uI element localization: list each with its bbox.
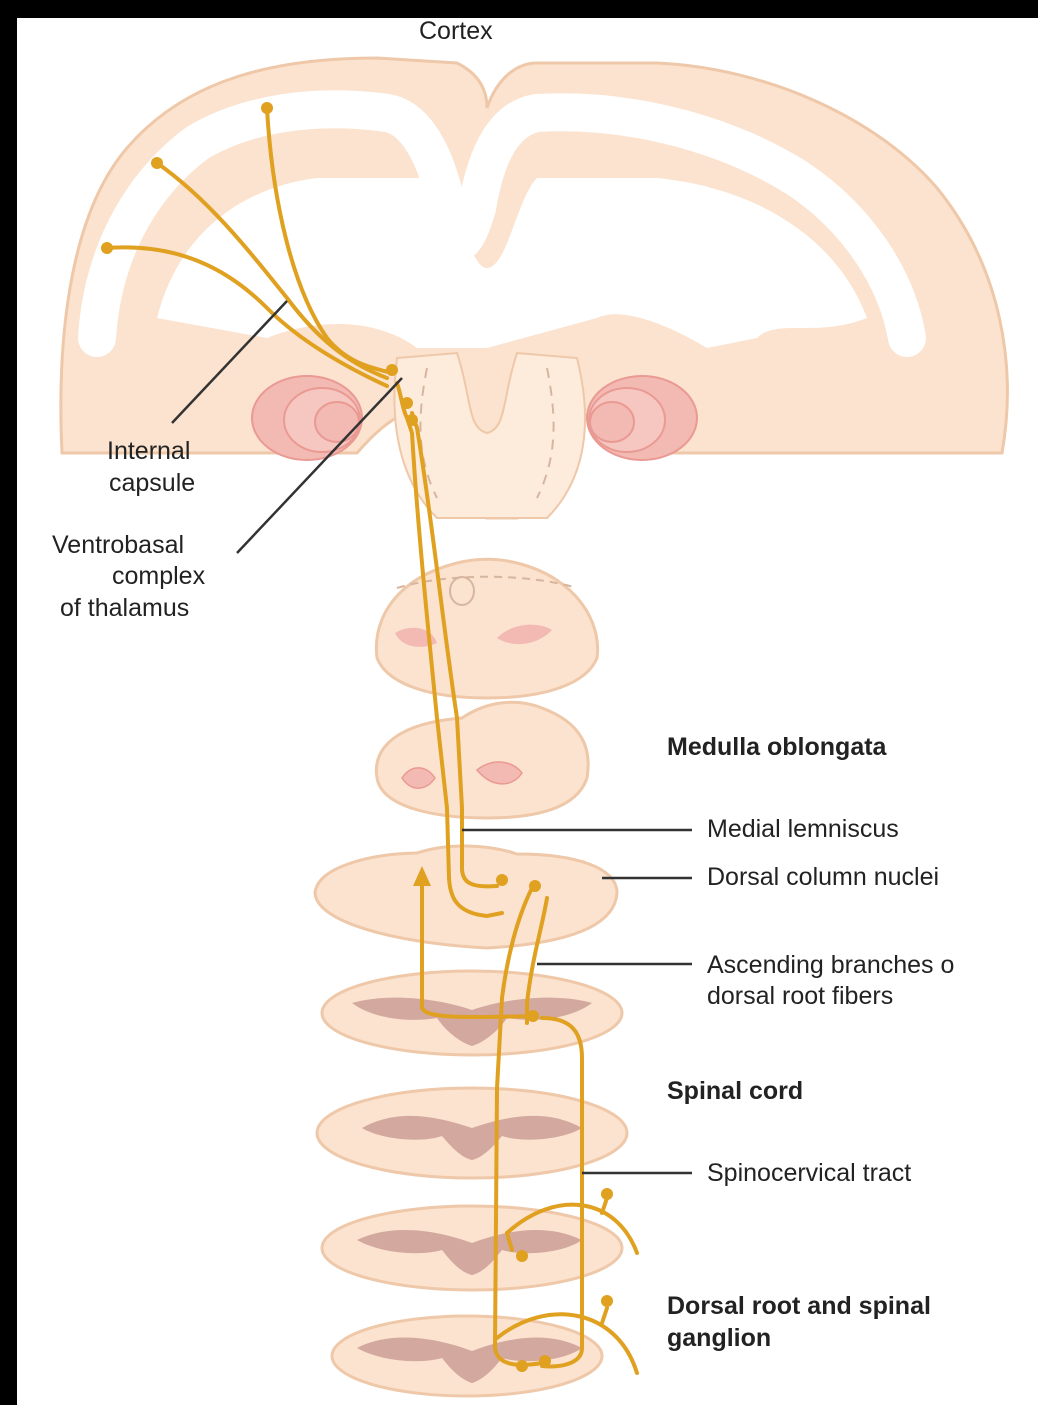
brain-coronal-section [61, 58, 1007, 518]
label-medulla-oblongata: Medulla oblongata [667, 732, 886, 763]
label-ascending-branches-line1: Ascending branches o [707, 950, 954, 981]
label-internal-capsule-line1: Internal [107, 436, 190, 467]
cord-section-4 [332, 1316, 602, 1396]
label-ventrobasal-line1: Ventrobasal [52, 530, 184, 561]
label-ascending-branches-line2: dorsal root fibers [707, 981, 893, 1012]
cord-section-1 [322, 971, 622, 1055]
label-ventrobasal-line2: complex [112, 561, 205, 592]
label-cortex: Cortex [419, 18, 493, 47]
pathway-diagram [17, 18, 1038, 1405]
label-medial-lemniscus: Medial lemniscus [707, 814, 899, 845]
lower-medulla-section [315, 846, 617, 948]
dorsal-root-branch-lower [602, 1308, 607, 1323]
label-dorsal-root-line2: ganglion [667, 1323, 771, 1354]
label-dorsal-root-line1: Dorsal root and spinal [667, 1291, 931, 1322]
diagram-canvas: Cortex Internal capsule Ventrobasal comp… [17, 18, 1038, 1405]
upper-medulla-section [376, 702, 588, 818]
dorsal-root-branch-upper [602, 1198, 607, 1213]
label-spinal-cord: Spinal cord [667, 1076, 803, 1107]
label-internal-capsule-line2: capsule [109, 468, 195, 499]
left-basal-ganglia [252, 376, 362, 460]
label-ventrobasal-line3: of thalamus [60, 593, 189, 624]
right-basal-ganglia [587, 376, 697, 460]
midbrain-section [376, 559, 597, 698]
label-spinocervical-tract: Spinocervical tract [707, 1158, 911, 1189]
cord-section-3 [322, 1206, 622, 1290]
label-dorsal-column-nuclei: Dorsal column nuclei [707, 862, 939, 893]
